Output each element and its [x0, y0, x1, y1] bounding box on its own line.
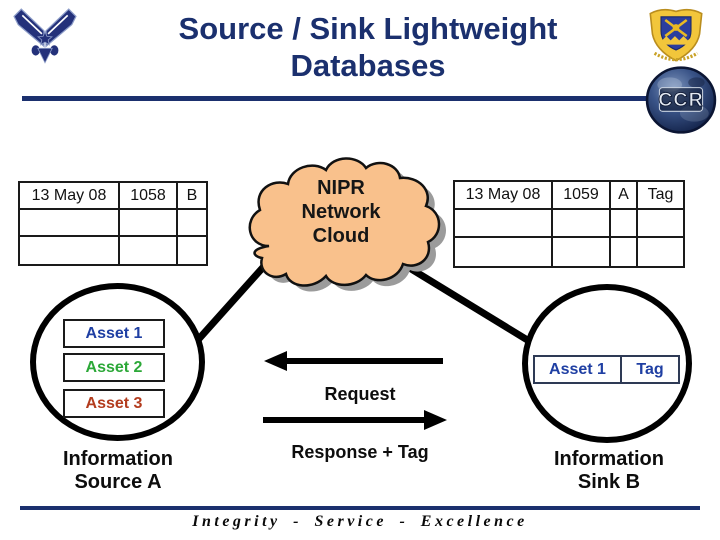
- sink-asset-label: Asset 1: [535, 357, 622, 382]
- information-sink-caption: Information Sink B: [517, 448, 701, 494]
- cloud-label-line2: Network: [301, 201, 381, 223]
- title-rule: [22, 96, 650, 101]
- information-source-caption: Information Source A: [26, 448, 210, 494]
- table-cell: [611, 210, 638, 238]
- motto-text: Integrity - Service - Excellence: [192, 513, 528, 530]
- table-cell: [20, 237, 120, 264]
- table-cell: B: [178, 183, 206, 210]
- table-cell: [455, 238, 553, 266]
- table-cell: [455, 210, 553, 238]
- table-cell: 1059: [553, 182, 611, 210]
- response-arrowhead: [424, 410, 447, 430]
- table-cell: [178, 210, 206, 237]
- asset-3-label: Asset 3: [85, 394, 143, 412]
- request-arrowhead: [264, 351, 287, 371]
- network-cloud-shape: [248, 157, 447, 292]
- table-cell: [178, 237, 206, 264]
- source-caption-line1: Information: [63, 448, 173, 470]
- page-title: Source / Sink Lightweight Databases: [103, 10, 633, 84]
- table-cell: [638, 238, 683, 266]
- sink-caption-line1: Information: [554, 448, 664, 470]
- table-cell-tag: Tag: [638, 182, 683, 210]
- asset-1-box: Asset 1: [63, 319, 165, 348]
- table-cell: A: [611, 182, 638, 210]
- table-cell: [120, 210, 178, 237]
- command-shield-icon: [649, 8, 703, 62]
- table-cell: [611, 238, 638, 266]
- table-cell: [553, 238, 611, 266]
- response-label: Response + Tag: [291, 442, 429, 462]
- table-cell: 13 May 08: [20, 183, 120, 210]
- table-cell: [553, 210, 611, 238]
- asset-2-box: Asset 2: [63, 353, 165, 382]
- sink-asset-tag-box: Asset 1 Tag: [533, 355, 680, 384]
- asset-2-label: Asset 2: [85, 358, 143, 376]
- cloud-label: NIPR Network Cloud: [236, 176, 446, 248]
- ccr-badge-icon: CCR: [645, 66, 717, 134]
- sink-caption-line2: Sink B: [577, 471, 641, 493]
- table-cell: 13 May 08: [455, 182, 553, 210]
- source-db-table: 13 May 08 1058 B: [18, 181, 208, 266]
- asset-1-label: Asset 1: [85, 324, 143, 342]
- footer-rule: [20, 506, 700, 510]
- cloud-label-line1: NIPR: [317, 177, 365, 199]
- title-line2: Databases: [290, 48, 446, 83]
- table-cell: [20, 210, 120, 237]
- cloud-label-line3: Cloud: [312, 225, 370, 247]
- asset-3-box: Asset 3: [63, 389, 165, 418]
- request-label: Request: [324, 384, 396, 404]
- table-cell: [638, 210, 683, 238]
- air-force-wings-icon: [13, 8, 77, 64]
- ccr-badge-text: CCR: [658, 89, 703, 111]
- cloud-body: [248, 157, 441, 287]
- title-line1: Source / Sink Lightweight: [178, 11, 558, 46]
- table-cell: [120, 237, 178, 264]
- sink-db-table: 13 May 08 1059 A Tag: [453, 180, 685, 268]
- table-cell: 1058: [120, 183, 178, 210]
- source-caption-line2: Source A: [74, 471, 162, 493]
- sink-tag-label: Tag: [636, 360, 664, 378]
